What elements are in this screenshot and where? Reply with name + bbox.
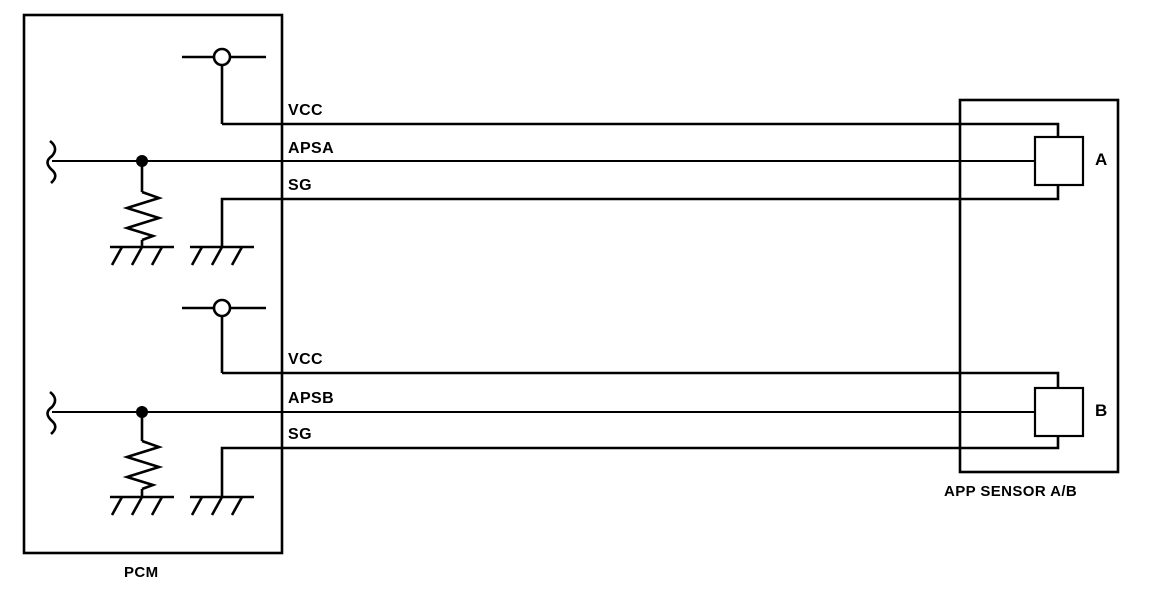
wire-label-sg-a: SG [288, 177, 312, 194]
wire-sg-a [220, 186, 1060, 247]
ground-hatch-signal-a-3 [230, 246, 244, 266]
wire-label-vcc-b: VCC [288, 351, 323, 368]
wire-label-sg-b: SG [288, 426, 312, 443]
ground-hatch-resistor-b-3 [150, 496, 164, 516]
supply-terminal-circle-b [212, 298, 232, 318]
connector-squiggle-a [46, 139, 57, 184]
ground-hatch-resistor-b-1 [110, 496, 124, 516]
wire-label-apsa: APSA [288, 140, 335, 157]
resistor-zigzag-b [122, 439, 164, 491]
ground-hatch-signal-b-1 [190, 496, 204, 516]
ground-hatch-signal-b-2 [210, 496, 224, 516]
supply-terminal-circle-a [212, 47, 232, 67]
pcm-box-label: PCM [124, 564, 159, 581]
sensor-element-a [1033, 135, 1085, 187]
ground-hatch-resistor-a-3 [150, 246, 164, 266]
ground-hatch-signal-a-2 [210, 246, 224, 266]
sensor-element-label-a: A [1095, 150, 1108, 169]
app-sensor-box-label: APP SENSOR A/B [944, 483, 1078, 500]
wire-vcc-b [222, 371, 1060, 388]
wire-label-apsb: APSB [288, 390, 335, 407]
wire-sg-b [220, 436, 1060, 497]
pcm-box [22, 13, 284, 555]
ground-hatch-signal-b-3 [230, 496, 244, 516]
sensor-element-label-b: B [1095, 401, 1108, 420]
ground-hatch-resistor-a-1 [110, 246, 124, 266]
ground-hatch-signal-a-1 [190, 246, 204, 266]
sensor-element-b [1033, 386, 1085, 438]
connector-squiggle-b [46, 390, 57, 435]
ground-hatch-resistor-b-2 [130, 496, 144, 516]
ground-hatch-resistor-a-2 [130, 246, 144, 266]
resistor-zigzag-a [122, 190, 164, 242]
wire-vcc-a [222, 122, 1060, 137]
app-sensor-box [958, 98, 1120, 474]
wire-label-vcc-a: VCC [288, 102, 323, 119]
